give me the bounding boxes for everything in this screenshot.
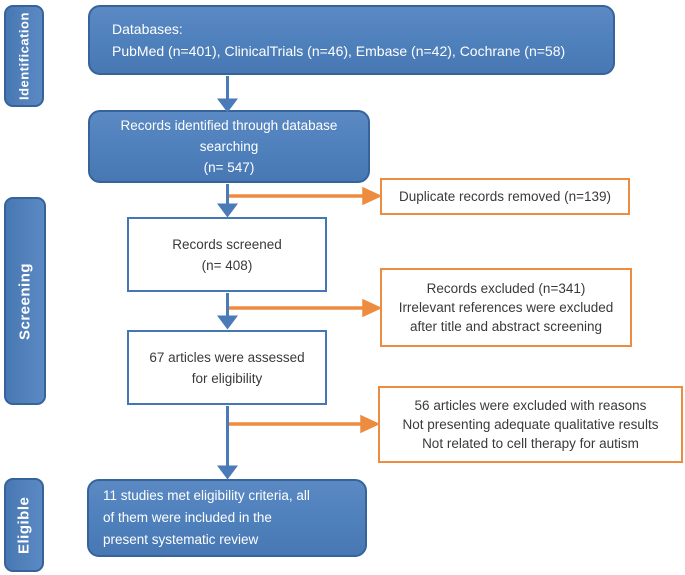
duplicates-removed-box: Duplicate records removed (n=139) — [380, 178, 630, 215]
records-identified-box: Records identified through database sear… — [88, 110, 370, 183]
exclude-arrow-2-head — [362, 298, 383, 318]
articles-assessed-box: 67 articles were assessed for eligibilit… — [127, 330, 327, 405]
databases-box: Databases: PubMed (n=401), ClinicalTrial… — [88, 5, 615, 75]
records-screened-box: Records screened (n= 408) — [127, 217, 327, 292]
down-arrow-1-head — [217, 98, 238, 113]
stage-label-eligible: Eligible — [4, 478, 44, 572]
stage-label-identification: Identification — [4, 5, 44, 107]
exclude-arrow-1-head — [362, 186, 383, 206]
down-arrow-2-head — [217, 203, 238, 218]
records-excluded-box: Records excluded (n=341) Irrelevant refe… — [380, 268, 632, 347]
articles-excluded-box: 56 articles were excluded with reasons N… — [378, 386, 683, 463]
down-arrow-4-head — [217, 465, 238, 480]
down-arrow-3-head — [217, 315, 238, 330]
exclude-arrow-3-head — [360, 414, 381, 434]
studies-included-box: 11 studies met eligibility criteria, all… — [87, 479, 367, 557]
stage-label-screening: Screening — [4, 197, 46, 405]
